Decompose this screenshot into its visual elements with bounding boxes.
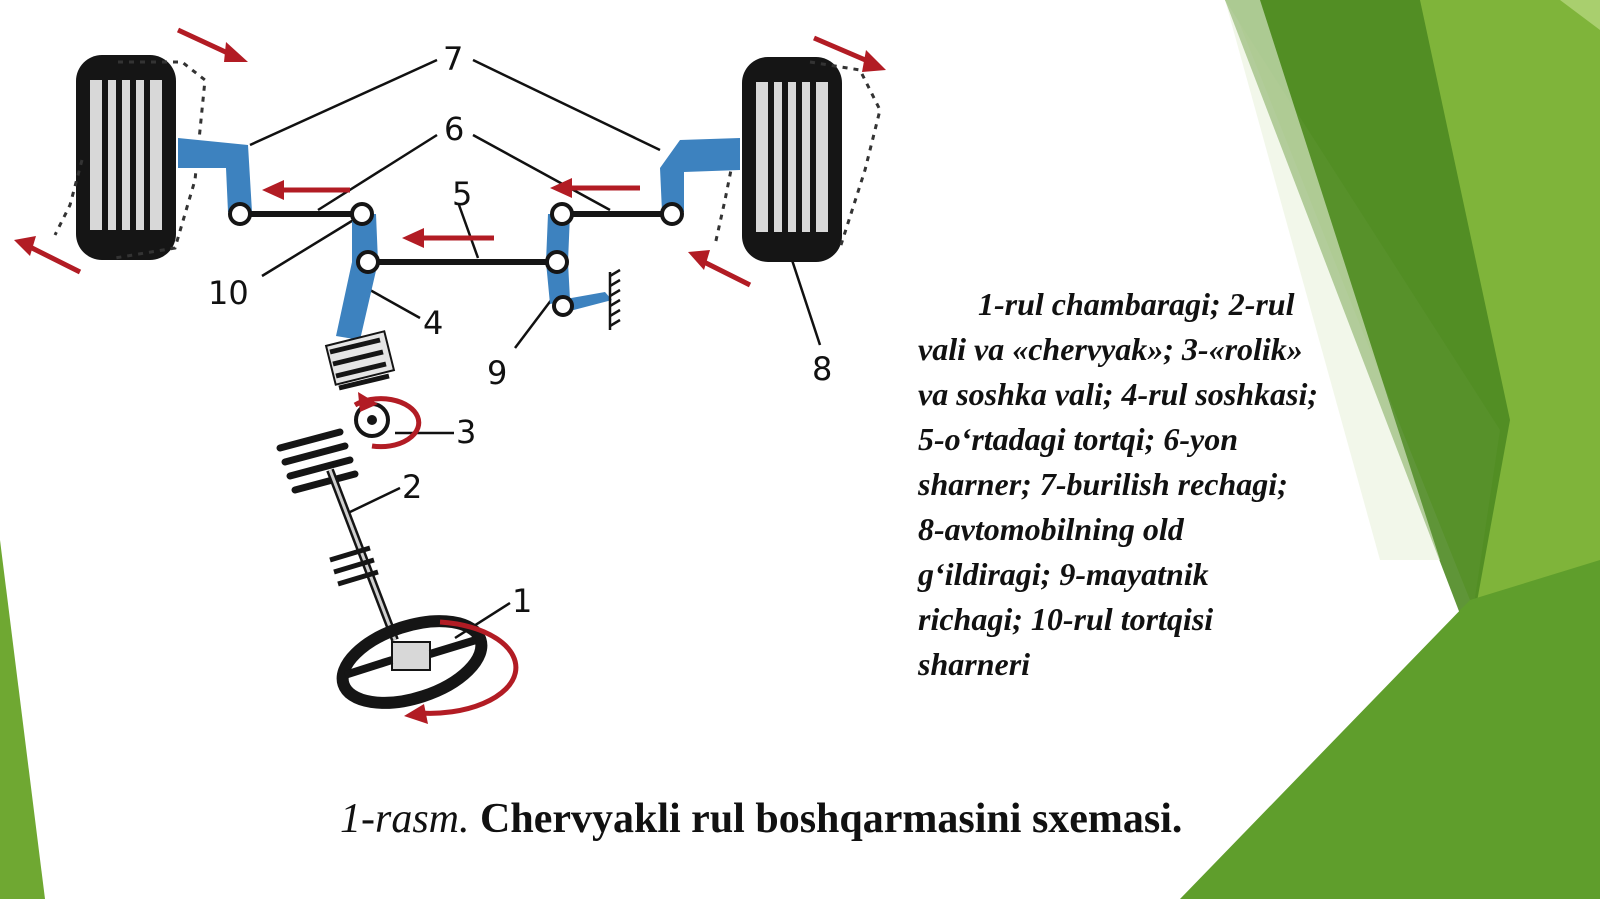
figure-caption: 1-rasm. Chervyakli rul boshqarmasini sxe… bbox=[340, 795, 1300, 843]
diagram-label-6: 6 bbox=[444, 110, 464, 148]
left-wheel bbox=[53, 55, 207, 260]
pitman-arm bbox=[336, 214, 378, 340]
legend-line: richagi; 10-rul tortqisi bbox=[918, 601, 1214, 637]
diagram-label-9: 9 bbox=[487, 354, 507, 392]
steering-gear-box bbox=[276, 330, 396, 494]
right-steering-arm bbox=[660, 138, 740, 212]
legend-line: vali va «chervyak»; 3-«rolik» bbox=[918, 331, 1303, 367]
diagram-label-7: 7 bbox=[443, 40, 463, 78]
legend-line: sharneri bbox=[918, 646, 1031, 682]
steering-wheel bbox=[336, 615, 488, 709]
frame-mount-hatch bbox=[608, 268, 621, 330]
diagram-label-4: 4 bbox=[423, 304, 443, 342]
legend-line: 8-avtomobilning old bbox=[918, 511, 1184, 547]
joints bbox=[228, 202, 684, 317]
legend-line: sharner; 7-burilish rechagi; bbox=[918, 466, 1288, 502]
legend-line: g‘ildiragi; 9-mayatnik bbox=[918, 556, 1209, 592]
legend-line: va soshka vali; 4-rul soshkasi; bbox=[918, 376, 1319, 412]
leader-lines bbox=[249, 58, 822, 640]
diagram-label-10: 10 bbox=[208, 274, 249, 312]
caption-title: Chervyakli rul boshqarmasini sxemasi. bbox=[480, 796, 1183, 842]
decor-right-white-wedge bbox=[1225, 0, 1440, 560]
diagram-label-8: 8 bbox=[812, 350, 832, 388]
legend-text: 1-rul chambaragi; 2-rul vali va «chervya… bbox=[918, 282, 1388, 687]
legend-line: 1-rul chambaragi; 2-rul bbox=[978, 286, 1295, 322]
caption-number: 1-rasm. bbox=[340, 796, 470, 842]
tie-rods bbox=[237, 211, 675, 265]
steering-diagram: 7 6 5 10 4 9 8 3 2 1 bbox=[14, 27, 886, 724]
left-steering-arm bbox=[178, 138, 252, 212]
legend-line: 5-o‘rtadagi tortqi; 6-yon bbox=[918, 421, 1238, 457]
motion-arrows bbox=[14, 27, 886, 724]
diagram-label-1: 1 bbox=[512, 582, 532, 620]
decor-left-green bbox=[0, 540, 45, 899]
diagram-label-5: 5 bbox=[452, 175, 472, 213]
diagram-label-2: 2 bbox=[402, 468, 422, 506]
decor-right-bottom bbox=[1180, 560, 1600, 899]
right-wheel bbox=[713, 57, 882, 262]
column-bearing bbox=[329, 545, 379, 587]
diagram-label-3: 3 bbox=[456, 413, 476, 451]
